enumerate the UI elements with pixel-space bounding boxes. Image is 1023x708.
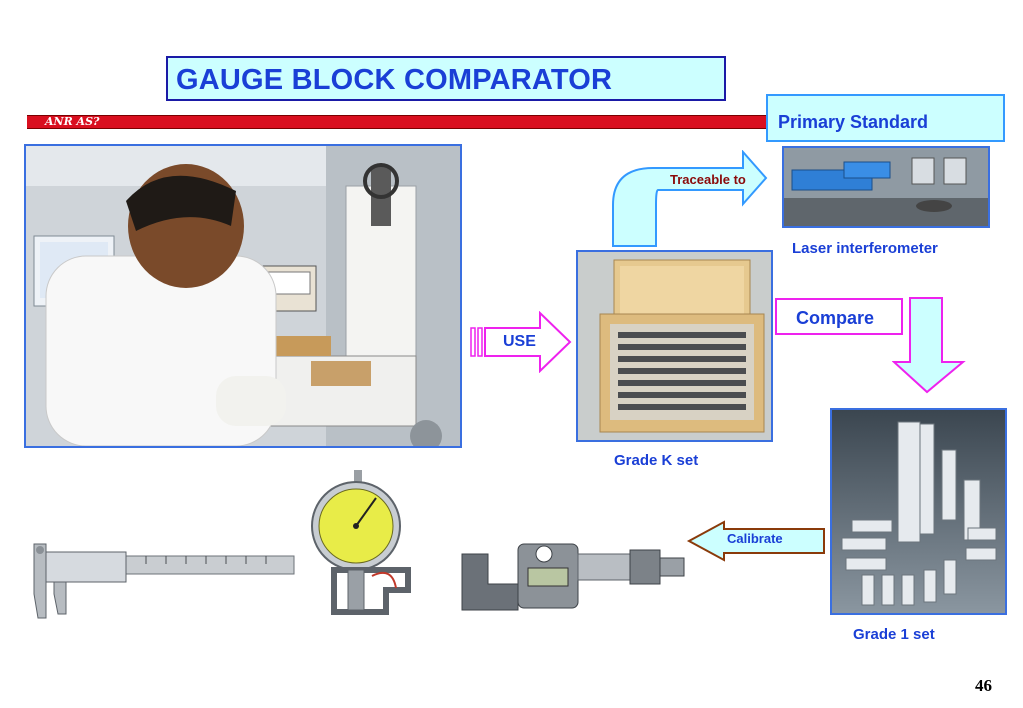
- compare-label: Compare: [796, 308, 875, 328]
- primary-standard-label: Primary Standard: [778, 112, 929, 132]
- use-arrow: [470, 311, 572, 373]
- compare-box: Compare: [775, 298, 903, 335]
- compare-down-arrow: [892, 296, 966, 394]
- digital-micrometer-image: [458, 524, 688, 620]
- vernier-caliper-image: [26, 534, 296, 620]
- comparator-photo-illustration: [26, 146, 460, 446]
- comparator-photo: [24, 144, 462, 448]
- header-red-bar: ANR AS?: [27, 115, 772, 129]
- grade-k-set-illustration: [578, 252, 771, 440]
- title-box: GAUGE BLOCK COMPARATOR: [166, 56, 726, 101]
- dial-gauge-image: [304, 470, 416, 622]
- calibrate-arrow: [686, 520, 826, 562]
- page-number: 46: [975, 676, 992, 695]
- grade-1-set-illustration: [832, 410, 1005, 613]
- grade-1-caption: Grade 1 set: [853, 626, 935, 643]
- bar-logo: ANR AS?: [45, 115, 100, 128]
- use-label: USE: [503, 333, 536, 350]
- grade-1-set-photo: [830, 408, 1007, 615]
- laser-interferometer-photo: [782, 146, 990, 228]
- primary-standard-box: Primary Standard: [766, 94, 1005, 142]
- traceable-arrow: [608, 150, 768, 250]
- laser-caption: Laser interferometer: [792, 240, 938, 257]
- laser-interferometer-illustration: [784, 148, 988, 226]
- traceable-to-label: Traceable to: [670, 172, 746, 187]
- calibrate-label: Calibrate: [727, 531, 783, 546]
- grade-k-set-photo: [576, 250, 773, 442]
- grade-k-caption: Grade K set: [614, 452, 699, 469]
- slide-title: GAUGE BLOCK COMPARATOR: [176, 64, 613, 96]
